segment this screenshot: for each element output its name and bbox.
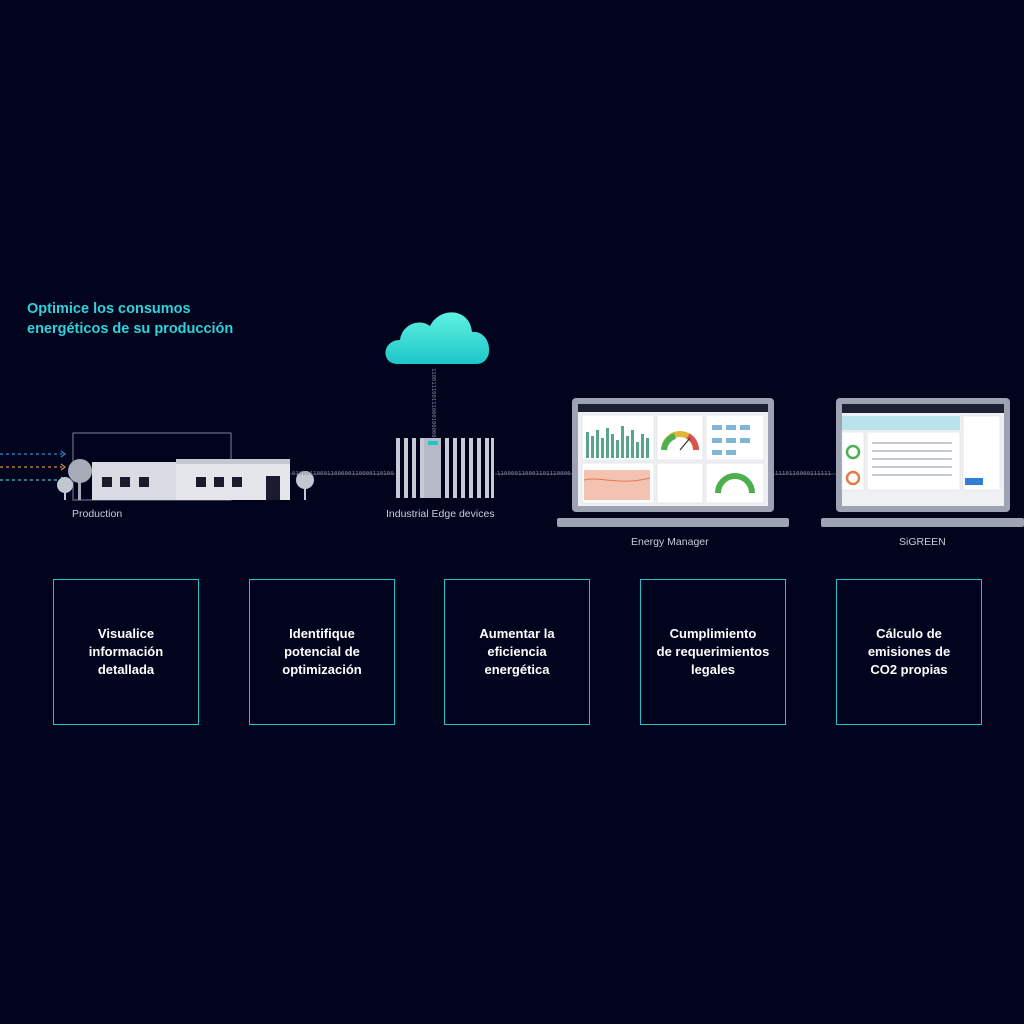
benefit-card-text: Aumentar la eficiencia energética [453,625,581,679]
incoming-arrows [0,450,66,484]
headline-line-1: Optimice los consumos [27,301,191,317]
benefit-card: Aumentar la eficiencia energética [444,579,590,725]
laptop-icon [821,398,1024,527]
stage-label-production: Production [72,508,123,520]
bitstream-c: 1110110000111111 [775,471,832,477]
card-line: legales [690,662,736,677]
benefit-card-text: Identifique potencial de optimización [258,625,386,679]
laptop-icon [557,398,789,527]
card-line: potencial de [284,644,360,659]
card-line: energética [484,662,550,677]
stage-label-edge: Industrial Edge devices [386,508,495,520]
stage-label-energy-manager: Energy Manager [631,536,709,548]
benefit-card-text: Visualice información detallada [62,625,190,679]
headline-line-2: energéticos de su producción [27,321,234,337]
headline: Optimice los consumos energéticos de su … [27,299,327,339]
card-line: Aumentar la [479,626,555,641]
factory-icon [57,432,314,501]
benefit-card-text: Cumplimiento de requerimientos legales [649,625,777,679]
benefit-card: Cálculo de emisiones de CO2 propias [836,579,982,725]
card-line: CO2 propias [870,662,948,677]
benefit-card: Cumplimiento de requerimientos legales [640,579,786,725]
bitstream-a: 0100011000110000011000011010000110000100 [292,471,394,477]
benefit-card: Identifique potencial de optimización [249,579,395,725]
card-line: Identifique [289,626,355,641]
edge-device-icon [395,438,495,498]
card-line: optimización [282,662,362,677]
card-line: emisiones de [867,644,951,659]
card-line: detallada [97,662,155,677]
card-line: información [88,644,164,659]
stage-label-sigreen: SiGREEN [899,536,946,548]
benefit-card-text: Cálculo de emisiones de CO2 propias [845,625,973,679]
bitstream-vertical: 110011100111000100000110011000 [430,368,436,438]
card-line: de requerimientos [656,644,770,659]
cloud-icon [385,312,490,364]
bitstream-b: 1100001100011011100001100 [497,471,571,477]
card-line: Cumplimiento [669,626,757,641]
benefit-card: Visualice información detallada [53,579,199,725]
card-line: Cálculo de [876,626,942,641]
card-line: Visualice [97,626,155,641]
card-line: eficiencia [487,644,547,659]
